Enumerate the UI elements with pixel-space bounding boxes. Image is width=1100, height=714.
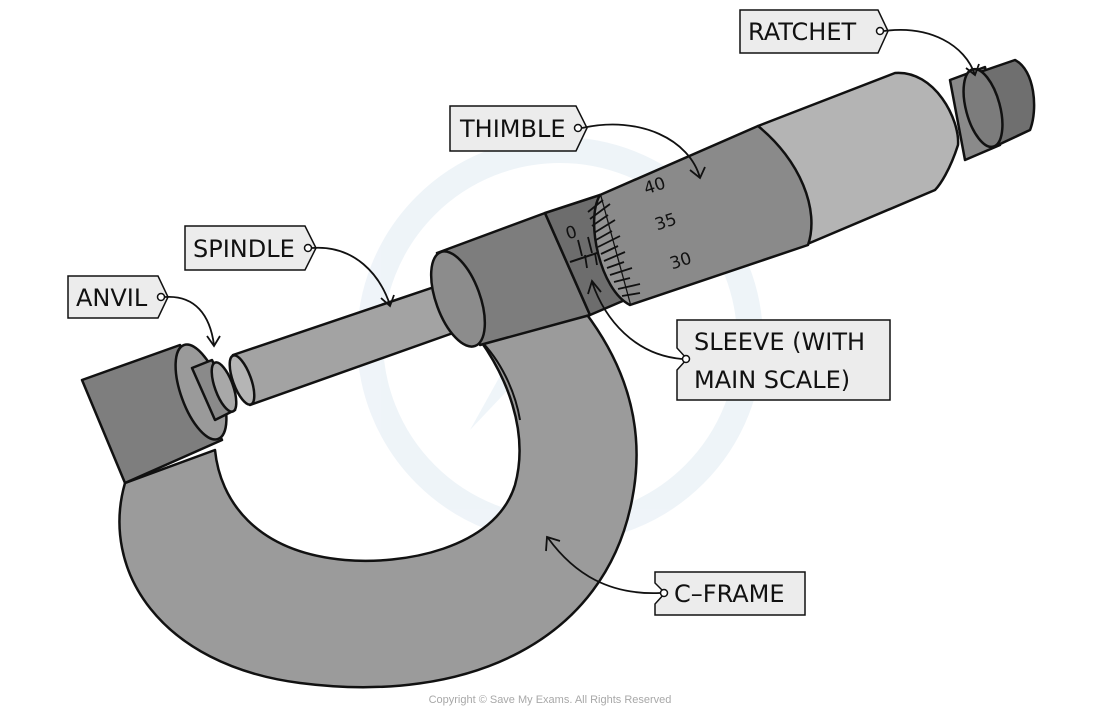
anvil-face xyxy=(190,358,238,422)
label-ratchet: RATCHET xyxy=(739,9,980,77)
copyright-notice: Copyright © Save My Exams. All Rights Re… xyxy=(428,694,672,706)
spindle-shape xyxy=(228,278,472,407)
label-c-frame: C–FRAME xyxy=(545,535,806,616)
label-anvil-text: ANVIL xyxy=(76,284,148,312)
label-spindle: SPINDLE xyxy=(184,225,395,308)
label-ratchet-text: RATCHET xyxy=(748,18,856,46)
c-frame-shape xyxy=(118,310,638,689)
label-sleeve-text-line1: SLEEVE (WITH xyxy=(694,328,865,356)
label-thimble: THIMBLE xyxy=(449,105,706,180)
label-sleeve: SLEEVE (WITH MAIN SCALE) xyxy=(587,279,891,401)
ratchet-shape xyxy=(948,58,1036,162)
frame-head-block xyxy=(429,211,592,348)
label-sleeve-text-line2: MAIN SCALE) xyxy=(694,366,850,394)
thimble-shape xyxy=(587,124,813,307)
label-spindle-text: SPINDLE xyxy=(193,235,295,263)
label-anvil: ANVIL xyxy=(67,275,221,348)
label-thimble-text: THIMBLE xyxy=(459,115,566,143)
label-c-frame-text: C–FRAME xyxy=(674,580,785,608)
